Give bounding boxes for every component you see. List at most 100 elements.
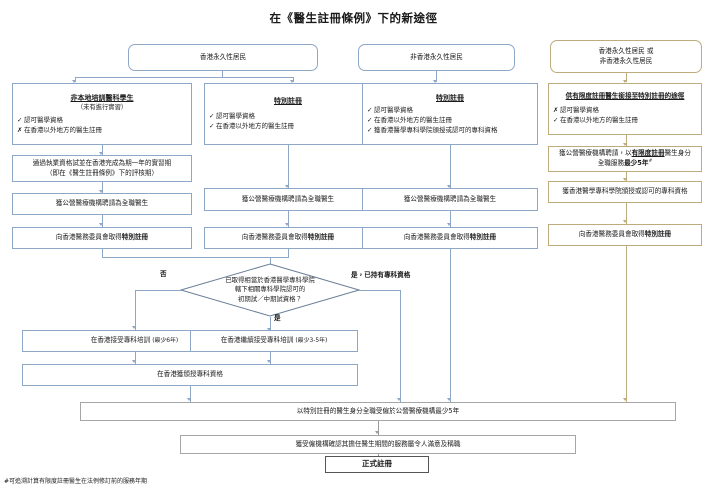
arrow-head bbox=[267, 360, 272, 363]
connector bbox=[270, 352, 271, 364]
step-label: 向香港醫務委員會取得特別註冊 bbox=[579, 230, 671, 240]
cross-icon: ✗ bbox=[17, 125, 23, 134]
step-limited-registration-service[interactable]: 獲公營醫療機構聘請，以有限度註冊醫生身分 全職服務最少5年# bbox=[548, 146, 702, 172]
column-subheader: （未有進行實習） bbox=[76, 104, 128, 112]
column-header: 非本地培訓醫科學生 bbox=[70, 93, 134, 102]
column-card-limited-to-special-pathway[interactable]: 供有限度註冊醫生銜接至特別註冊的途徑 ✗認可醫學資格 ✓在香港以外地方的醫生註冊 bbox=[548, 83, 702, 135]
top-category-non-hk-permanent-resident[interactable]: 非香港永久性居民 bbox=[358, 44, 515, 71]
arrow-head bbox=[447, 223, 452, 226]
step-label: 以特別註冊的醫生身分全職受僱於公營醫療機構最少5年 bbox=[296, 406, 460, 415]
step-seg-emphasis: 有限度註冊 bbox=[631, 149, 665, 158]
arrow-head bbox=[397, 398, 402, 401]
condition-text: 在香港以外地方的醫生註冊 bbox=[216, 121, 294, 130]
connector bbox=[626, 135, 627, 146]
connector bbox=[293, 77, 294, 82]
decision-branch-specialist-label: 是，已持有專科資格 bbox=[351, 271, 411, 279]
top-category-label-line1: 香港永久性居民 或 bbox=[598, 46, 654, 55]
check-icon: ✓ bbox=[367, 106, 373, 115]
connector bbox=[450, 249, 451, 402]
step-awarded-specialist-qualification[interactable]: 在香港獲頒授專科資格 bbox=[22, 364, 358, 386]
column-card-special-registration-hkpr[interactable]: 特別註冊 ✓認可醫學資格 ✓在香港以外地方的醫生註冊 bbox=[204, 83, 372, 145]
check-icon: ✓ bbox=[553, 115, 559, 124]
connector bbox=[288, 211, 289, 227]
diamond-shape bbox=[180, 263, 360, 317]
step-obtain-special-registration-3[interactable]: 向香港醫務委員會取得特別註冊 bbox=[362, 227, 538, 249]
final-label: 正式註冊 bbox=[362, 459, 392, 469]
step-continue-specialist-training[interactable]: 在香港繼續接受專科培訓 (最少3-5年) bbox=[190, 330, 358, 352]
condition-item: ✓在香港以外地方的醫生註冊 bbox=[553, 116, 638, 126]
column-header: 供有限度註冊醫生銜接至特別註冊的途徑 bbox=[565, 92, 685, 101]
column-card-special-registration-non-hkpr[interactable]: 特別註冊 ✓認可醫學資格 ✓在香港以外地方的醫生註冊 ✓獲香港醫學專科學院頒授或… bbox=[362, 83, 538, 145]
step-employed-full-time-public-2[interactable]: 獲公營醫療機構聘請為全職醫生 bbox=[204, 188, 372, 211]
step-five-years-special-registration[interactable]: 以特別註冊的醫生身分全職受僱於公營醫療機構最少5年 bbox=[80, 402, 676, 421]
column-card-non-local-medical-student[interactable]: 非本地培訓醫科學生 （未有進行實習） ✓認可醫學資格 ✗在香港以外地方的醫生註冊 bbox=[12, 83, 192, 145]
decision-intermediate-exam-check[interactable]: 已取得相當於香港醫學專科學院 轄下相關專科學院認可的 初期試／中期試資格？ bbox=[180, 263, 360, 317]
column-header: 特別註冊 bbox=[436, 93, 464, 102]
arrow-head bbox=[623, 143, 628, 146]
step-licensing-exam-internship[interactable]: 通過執業資格試並在香港完成為期一年的實習期 （即在《醫生註冊條例》下的評核期） bbox=[12, 155, 192, 182]
arrow-head bbox=[285, 223, 290, 226]
check-icon: ✓ bbox=[367, 115, 373, 124]
step-label-duration: (最少3-5年) bbox=[295, 338, 328, 345]
connector bbox=[222, 71, 223, 77]
decision-branch-no-label: 否 bbox=[160, 270, 167, 278]
condition-text: 獲香港醫學專科學院頒授或認可的專科資格 bbox=[374, 125, 498, 134]
connector bbox=[135, 352, 136, 364]
condition-text: 認可醫學資格 bbox=[374, 106, 413, 115]
step-employer-confirmation[interactable]: 獲受僱機構確認其擔任醫生期間的服務屬令人滿意及稱職 bbox=[180, 435, 576, 454]
arrow-head bbox=[187, 398, 192, 401]
step-label-prefix: 向香港醫務委員會取得 bbox=[55, 233, 122, 242]
step-label-prefix: 向香港醫務委員會取得 bbox=[578, 230, 645, 239]
connector bbox=[75, 77, 293, 78]
condition-item: ✓認可醫學資格 bbox=[17, 116, 102, 126]
top-category-hk-permanent-resident[interactable]: 香港永久性居民 bbox=[128, 44, 318, 71]
step-label-emphasis: 特別註冊 bbox=[307, 233, 335, 242]
step-employed-full-time-public-1[interactable]: 獲公營醫療機構聘請為全職醫生 bbox=[12, 193, 192, 215]
step-label-line2: 全職服務最少5年# bbox=[598, 159, 653, 169]
top-category-either-residency[interactable]: 香港永久性居民 或 非香港永久性居民 bbox=[550, 40, 702, 73]
condition-text: 認可醫學資格 bbox=[24, 115, 63, 124]
step-seg-1: 獲公營醫療機構聘請，以 bbox=[559, 149, 632, 158]
arrow-head bbox=[285, 185, 290, 188]
step-obtain-special-registration-4[interactable]: 向香港醫務委員會取得特別註冊 bbox=[548, 224, 702, 246]
footnote-marker: # bbox=[648, 158, 653, 164]
page-title: 在《醫生註冊條例》下的新途徑 bbox=[269, 11, 438, 25]
arrow-head bbox=[99, 223, 104, 226]
connector bbox=[102, 257, 289, 258]
connector bbox=[135, 290, 181, 291]
step-label-prefix: 在香港繼續接受專科培訓 bbox=[220, 336, 294, 345]
connector bbox=[288, 249, 289, 257]
arrow-head bbox=[447, 398, 452, 401]
step-specialist-qualification[interactable]: 獲香港醫學專科學院頒授或認可的專科資格 bbox=[548, 181, 702, 203]
decision-line2: 轄下相關專科學院認可的 bbox=[234, 285, 306, 294]
condition-text: 認可醫學資格 bbox=[560, 106, 599, 115]
step-label-line1: 獲公營醫療機構聘請，以有限度註冊醫生身分 bbox=[559, 149, 691, 159]
check-icon: ✓ bbox=[209, 121, 215, 130]
step-label: 獲公營醫療機構聘請為全職醫生 bbox=[55, 199, 149, 208]
connector bbox=[135, 290, 136, 330]
connector bbox=[288, 145, 289, 188]
decision-line1: 已取得相當於香港醫學專科學院 bbox=[225, 276, 315, 285]
decision-text: 已取得相當於香港醫學專科學院 轄下相關專科學院認可的 初期試／中期試資格？ bbox=[180, 263, 360, 317]
arrow-head bbox=[99, 190, 104, 193]
connector bbox=[378, 421, 379, 435]
arrow-head bbox=[623, 178, 628, 181]
step-label: 在香港獲頒授專科資格 bbox=[157, 370, 223, 379]
condition-item: ✗在香港以外地方的醫生註冊 bbox=[17, 126, 102, 136]
final-registration-box[interactable]: 正式註冊 bbox=[325, 456, 429, 473]
step-label: 向香港醫務委員會取得特別註冊 bbox=[56, 233, 148, 243]
connector bbox=[190, 386, 191, 402]
step-obtain-special-registration-1[interactable]: 向香港醫務委員會取得特別註冊 bbox=[12, 227, 192, 249]
column-header: 特別註冊 bbox=[274, 97, 302, 106]
condition-text: 在香港以外地方的醫生註冊 bbox=[374, 115, 452, 124]
step-employed-full-time-public-3[interactable]: 獲公營醫療機構聘請為全職醫生 bbox=[362, 188, 538, 211]
connector bbox=[450, 211, 451, 227]
connector bbox=[270, 257, 271, 264]
arrow-head bbox=[72, 80, 77, 83]
step-label-duration: (最少6年) bbox=[152, 338, 179, 345]
step-obtain-special-registration-2[interactable]: 向香港醫務委員會取得特別註冊 bbox=[204, 227, 372, 249]
arrow-head bbox=[132, 326, 137, 329]
condition-item: ✓獲香港醫學專科學院頒授或認可的專科資格 bbox=[367, 126, 498, 136]
connector bbox=[626, 246, 627, 402]
